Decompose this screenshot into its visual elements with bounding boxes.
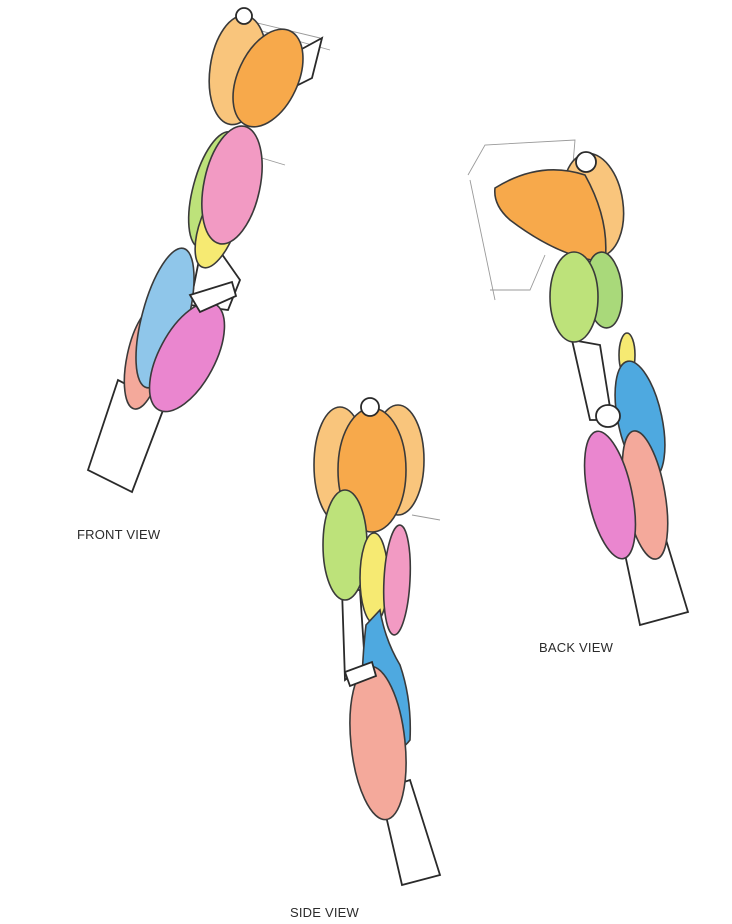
front-biceps [201, 125, 263, 245]
side-biceps [382, 524, 412, 636]
back-flexor-magenta [583, 430, 637, 560]
side-view-figure [313, 397, 442, 887]
front-deltoid [232, 28, 304, 128]
side-view-label: SIDE VIEW [290, 905, 359, 920]
back-elbow-olecranon [595, 404, 621, 428]
back-deltoid [493, 169, 607, 263]
back-view-figure [467, 139, 690, 627]
back-sketch-scapula [469, 179, 496, 301]
side-sketch-lines [411, 514, 441, 521]
back-triceps-long [549, 251, 599, 343]
front-view-label: FRONT VIEW [77, 527, 161, 542]
back-view-label: BACK VIEW [539, 640, 614, 655]
front-view-figure [86, 7, 331, 494]
side-shoulder-joint [360, 397, 380, 417]
side-elbow-tip [343, 660, 378, 688]
front-shoulder-joint [235, 7, 253, 25]
front-elbow-tip [188, 280, 238, 314]
back-shoulder-joint [575, 151, 597, 173]
